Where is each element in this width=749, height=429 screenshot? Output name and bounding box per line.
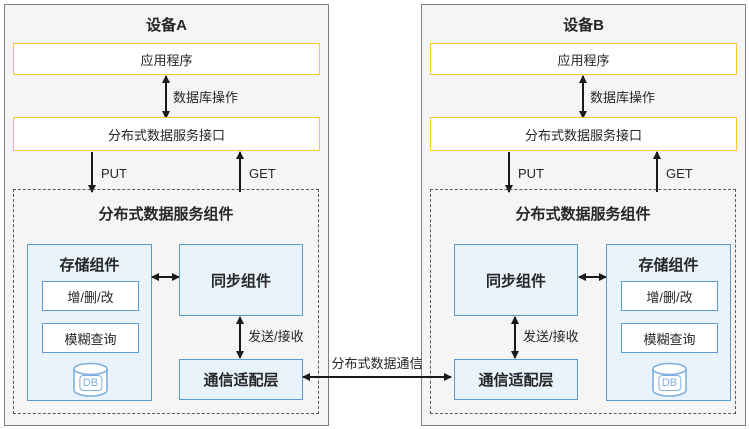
get-label: GET — [249, 166, 276, 181]
device-a-application-box: 应用程序 — [13, 43, 320, 75]
db-cylinder-icon: DB — [71, 362, 110, 398]
put-arrow-icon — [504, 151, 514, 193]
storage-title: 存储组件 — [638, 257, 699, 274]
application-label: 应用程序 — [140, 52, 193, 68]
storage-sync-arrow-icon — [578, 270, 607, 284]
send-receive-arrow-icon — [510, 316, 520, 359]
device-b-sync-box: 同步组件 — [454, 244, 578, 316]
db-operation-arrow-icon — [578, 75, 588, 119]
db-cylinder-icon: DB — [650, 362, 689, 398]
application-label: 应用程序 — [557, 52, 610, 68]
comm-adapter-label: 通信适配层 — [478, 372, 554, 389]
fuzzy-query-label: 模糊查询 — [64, 331, 117, 347]
device-b-title: 设备B — [563, 17, 604, 34]
send-receive-label: 发送/接收 — [523, 329, 579, 344]
put-arrow-icon — [87, 151, 97, 193]
interface-label: 分布式数据服务接口 — [524, 127, 642, 143]
inter-device-comm-arrow-icon — [302, 370, 452, 384]
device-a-sync-box: 同步组件 — [179, 244, 303, 316]
device-b-interface-box: 分布式数据服务接口 — [430, 117, 737, 151]
get-label: GET — [666, 166, 693, 181]
component-title: 分布式数据服务组件 — [98, 206, 234, 223]
inter-device-comm-label: 分布式数据通信 — [331, 356, 423, 371]
db-operation-arrow-icon — [161, 75, 171, 119]
send-receive-label: 发送/接收 — [248, 329, 304, 344]
interface-label: 分布式数据服务接口 — [107, 127, 225, 143]
device-b-component-dashed-box: 分布式数据服务组件 同步组件 存储组件 增/删/改 模糊查询 — [430, 189, 736, 414]
sync-label: 同步组件 — [485, 272, 546, 290]
device-a-interface-box: 分布式数据服务接口 — [13, 117, 320, 151]
put-label: PUT — [101, 166, 127, 181]
db-operation-label: 数据库操作 — [590, 90, 656, 105]
device-a-storage-box: 存储组件 增/删/改 模糊查询 DB — [27, 244, 152, 401]
db-label: DB — [657, 375, 682, 391]
device-a-component-dashed-box: 分布式数据服务组件 存储组件 增/删/改 模糊查询 DB — [13, 189, 319, 414]
device-b-frame: 设备B 应用程序 数据库操作 分布式数据服务接口 PUT GET 分布式数据服务… — [421, 4, 746, 426]
send-receive-arrow-icon — [235, 316, 245, 359]
device-b-comm-adapter-box: 通信适配层 — [454, 359, 578, 400]
component-title: 分布式数据服务组件 — [515, 206, 651, 223]
get-arrow-icon — [652, 151, 662, 193]
fuzzy-query-box: 模糊查询 — [42, 323, 139, 353]
device-a-title: 设备A — [146, 17, 187, 34]
get-arrow-icon — [235, 151, 245, 193]
crud-label: 增/删/改 — [67, 289, 114, 305]
put-label: PUT — [518, 166, 544, 181]
storage-title: 存储组件 — [59, 257, 120, 274]
sync-label: 同步组件 — [210, 272, 271, 290]
storage-sync-arrow-icon — [151, 270, 180, 284]
device-a-frame: 设备A 应用程序 数据库操作 分布式数据服务接口 PUT GET 分布式数据服务… — [4, 4, 329, 426]
device-b-application-box: 应用程序 — [430, 43, 737, 75]
device-b-storage-box: 存储组件 增/删/改 模糊查询 DB — [606, 244, 731, 401]
fuzzy-query-box: 模糊查询 — [621, 323, 718, 353]
fuzzy-query-label: 模糊查询 — [643, 331, 696, 347]
device-a-comm-adapter-box: 通信适配层 — [179, 359, 303, 400]
db-label: DB — [78, 375, 103, 391]
crud-box: 增/删/改 — [621, 281, 718, 311]
crud-box: 增/删/改 — [42, 281, 139, 311]
comm-adapter-label: 通信适配层 — [203, 372, 279, 389]
crud-label: 增/删/改 — [646, 289, 693, 305]
db-operation-label: 数据库操作 — [173, 90, 239, 105]
